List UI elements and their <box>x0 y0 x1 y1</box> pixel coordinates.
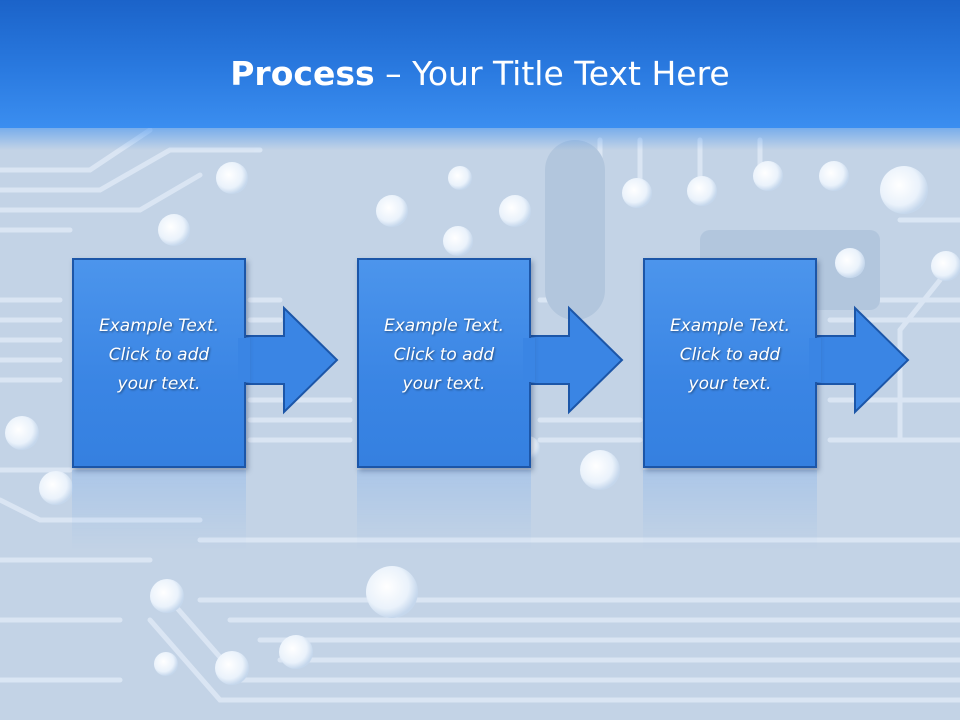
step-1-arrow <box>239 305 339 415</box>
step-2-arrow-joint <box>523 338 535 382</box>
title-rest-part: – Your Title Text Here <box>374 54 730 93</box>
process-step-3[interactable]: Example Text. Click to add your text. <box>641 256 913 468</box>
step-3-arrow-joint <box>809 338 821 382</box>
step-2-arrow <box>524 305 624 415</box>
step-3-reflection <box>641 470 913 550</box>
step-2-reflection <box>355 470 627 550</box>
step-1-arrow-joint <box>238 338 250 382</box>
step-3-text[interactable]: Example Text. Click to add your text. <box>669 316 791 394</box>
title-bar <box>0 0 960 150</box>
step-2-box <box>357 258 531 468</box>
step-3-arrow <box>810 305 910 415</box>
process-step-2[interactable]: Example Text. Click to add your text. <box>355 256 627 468</box>
step-1-box <box>72 258 246 468</box>
slide-title[interactable]: Process – Your Title Text Here <box>0 54 960 94</box>
title-bold-part: Process <box>230 54 375 93</box>
step-1-reflection <box>70 470 342 550</box>
step-1-text[interactable]: Example Text. Click to add your text. <box>98 316 220 394</box>
process-step-1[interactable]: Example Text. Click to add your text. <box>70 256 342 468</box>
step-3-box <box>643 258 817 468</box>
step-2-text[interactable]: Example Text. Click to add your text. <box>383 316 505 394</box>
